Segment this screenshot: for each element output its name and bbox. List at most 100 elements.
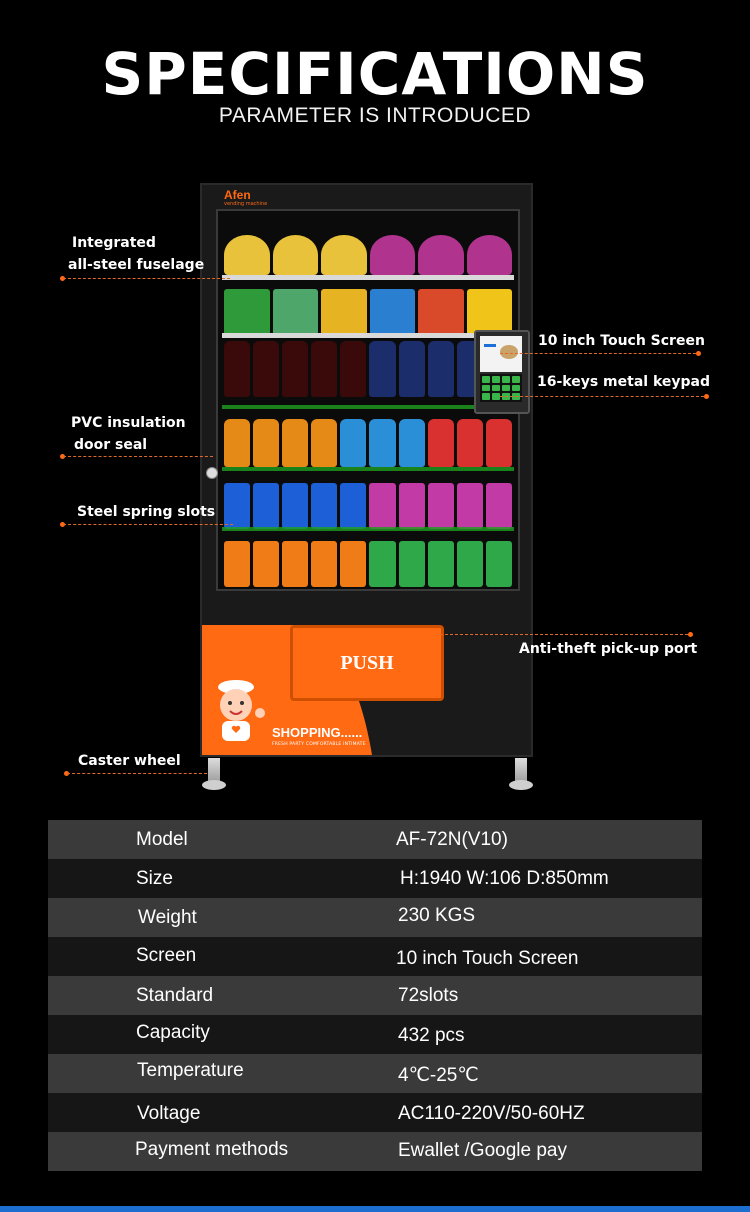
- product: [311, 541, 338, 587]
- callout-line: [500, 396, 704, 397]
- product: [398, 483, 425, 529]
- spec-value: 4℃-25℃: [398, 1065, 479, 1086]
- product: [311, 483, 338, 529]
- page-title: SPECIFICATIONS: [101, 40, 649, 108]
- callout-dot: [60, 454, 65, 459]
- spec-key: Temperature: [137, 1060, 244, 1081]
- caster-leg: [515, 758, 527, 784]
- caster-wheel-icon: [509, 780, 533, 790]
- product: [418, 289, 464, 335]
- keypad: [480, 374, 522, 402]
- callout-line: [63, 278, 230, 279]
- product: [369, 235, 415, 275]
- callout-dot: [60, 522, 65, 527]
- shopping-tagline: FRESH PARTY COMFORTABLE INTIMATE: [272, 742, 366, 747]
- callout-dot: [688, 632, 693, 637]
- product: [282, 419, 309, 467]
- shelf: [222, 333, 514, 338]
- spec-key: Capacity: [136, 1022, 210, 1043]
- product: [369, 289, 415, 335]
- spec-value: AC110-220V/50-60HZ: [398, 1103, 585, 1124]
- callout-dot: [696, 351, 701, 356]
- callout-touch-screen: 10 inch Touch Screen: [538, 333, 705, 349]
- product: [369, 541, 396, 587]
- spec-key: Size: [136, 868, 173, 889]
- product: [427, 483, 454, 529]
- table-row: Payment methods Ewallet /Google pay: [48, 1132, 702, 1171]
- shelf: [222, 275, 514, 280]
- table-row: Model AF-72N(V10): [48, 820, 702, 859]
- shelf-row: [224, 477, 512, 529]
- product: [398, 419, 425, 467]
- product: [456, 419, 483, 467]
- table-row: Capacity 432 pcs: [48, 1015, 702, 1054]
- shelf-row: [224, 283, 512, 335]
- product: [282, 483, 309, 529]
- caster-leg: [208, 758, 220, 784]
- brand-tagline: vending machine: [224, 201, 268, 207]
- product: [398, 341, 425, 397]
- product: [369, 483, 396, 529]
- table-row: Temperature 4℃-25℃: [48, 1054, 702, 1093]
- spec-key: Voltage: [137, 1103, 201, 1124]
- spec-value: Ewallet /Google pay: [398, 1140, 567, 1161]
- callout-line: [67, 773, 207, 774]
- vending-machine-image: Afen vending machine: [200, 183, 533, 757]
- spec-key: Weight: [138, 907, 197, 928]
- product: [427, 541, 454, 587]
- mascot-icon: [218, 680, 265, 741]
- product: [272, 235, 318, 275]
- product: [321, 289, 367, 335]
- shelf-row: [224, 535, 512, 587]
- product: [485, 419, 512, 467]
- caster-wheel-icon: [202, 780, 226, 790]
- product: [253, 483, 280, 529]
- product: [456, 483, 483, 529]
- table-row: Standard 72slots: [48, 976, 702, 1015]
- callout-caster: Caster wheel: [78, 753, 181, 769]
- product: [427, 419, 454, 467]
- product: [253, 541, 280, 587]
- spec-table: Model AF-72N(V10) Size H:1940 W:106 D:85…: [48, 820, 702, 1171]
- callout-line: [63, 524, 233, 525]
- product: [485, 483, 512, 529]
- product: [253, 341, 280, 397]
- product: [340, 341, 367, 397]
- spec-value: 230 KGS: [398, 905, 476, 926]
- bottom-edge: [0, 1206, 750, 1212]
- table-row: Screen 10 inch Touch Screen: [48, 937, 702, 976]
- product: [272, 289, 318, 335]
- callout-spring: Steel spring slots: [77, 504, 216, 520]
- callout-line: [440, 634, 688, 635]
- page-subtitle: PARAMETER IS INTRODUCED: [218, 104, 532, 127]
- callout-fuselage-line2: all-steel fuselage: [68, 257, 205, 273]
- product: [466, 289, 512, 335]
- callout-seal-line1: PVC insulation: [71, 415, 186, 431]
- spec-key: Screen: [136, 945, 197, 966]
- product: [321, 235, 367, 275]
- spec-key: Standard: [136, 985, 214, 1006]
- shelf-row: [224, 341, 512, 397]
- callout-line: [63, 456, 213, 457]
- table-row: Size H:1940 W:106 D:850mm: [48, 859, 702, 898]
- callout-keypad: 16-keys metal keypad: [537, 374, 710, 390]
- product: [340, 483, 367, 529]
- price-rail: [222, 405, 514, 409]
- display-window: [216, 209, 520, 591]
- food-image: [500, 345, 518, 359]
- product: [224, 235, 270, 275]
- door-lock-icon: [206, 467, 218, 479]
- price-rail: [222, 467, 514, 471]
- product: [253, 419, 280, 467]
- product: [418, 235, 464, 275]
- product: [340, 419, 367, 467]
- product: [369, 341, 396, 397]
- callout-pickup: Anti-theft pick-up port: [519, 641, 698, 657]
- spec-value: 432 pcs: [398, 1025, 465, 1046]
- spec-value: 10 inch Touch Screen: [396, 948, 579, 969]
- product: [427, 341, 454, 397]
- product: [224, 289, 270, 335]
- shelf-row: [224, 415, 512, 467]
- control-panel: [474, 330, 530, 414]
- product: [485, 541, 512, 587]
